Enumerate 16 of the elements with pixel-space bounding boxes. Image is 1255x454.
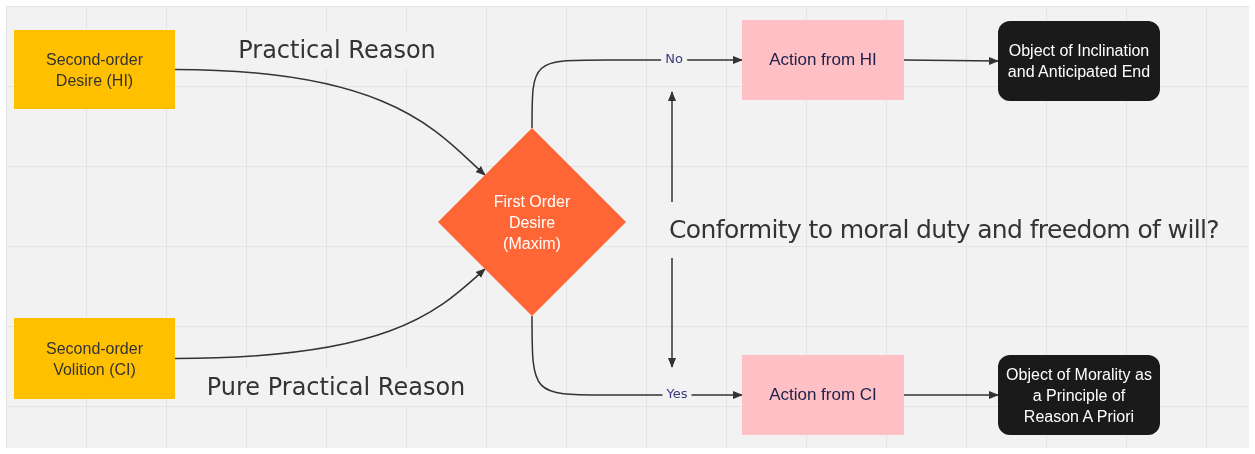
- arrow: [903, 391, 999, 399]
- action-box: Action from CI: [742, 355, 904, 435]
- process-box: Second-order Desire (HI): [14, 30, 175, 109]
- arrow: [174, 268, 486, 360]
- arrow: [668, 91, 676, 203]
- arrow: [531, 315, 743, 399]
- action-box: Action from HI: [742, 20, 904, 100]
- process-box: Second-order Volition (CI): [14, 318, 175, 399]
- decision-diamond: First Order Desire (Maxim): [438, 128, 626, 316]
- arrow: [668, 257, 676, 368]
- result-box: Object of Inclination and Anticipated End: [998, 21, 1160, 101]
- question-text: Conformity to moral duty and freedom of will?: [634, 202, 1254, 258]
- result-box: Object of Morality as a Principle of Reason A Priori: [998, 355, 1160, 435]
- arrow: [174, 68, 486, 176]
- arrow: [531, 56, 743, 129]
- arrow: [903, 56, 999, 65]
